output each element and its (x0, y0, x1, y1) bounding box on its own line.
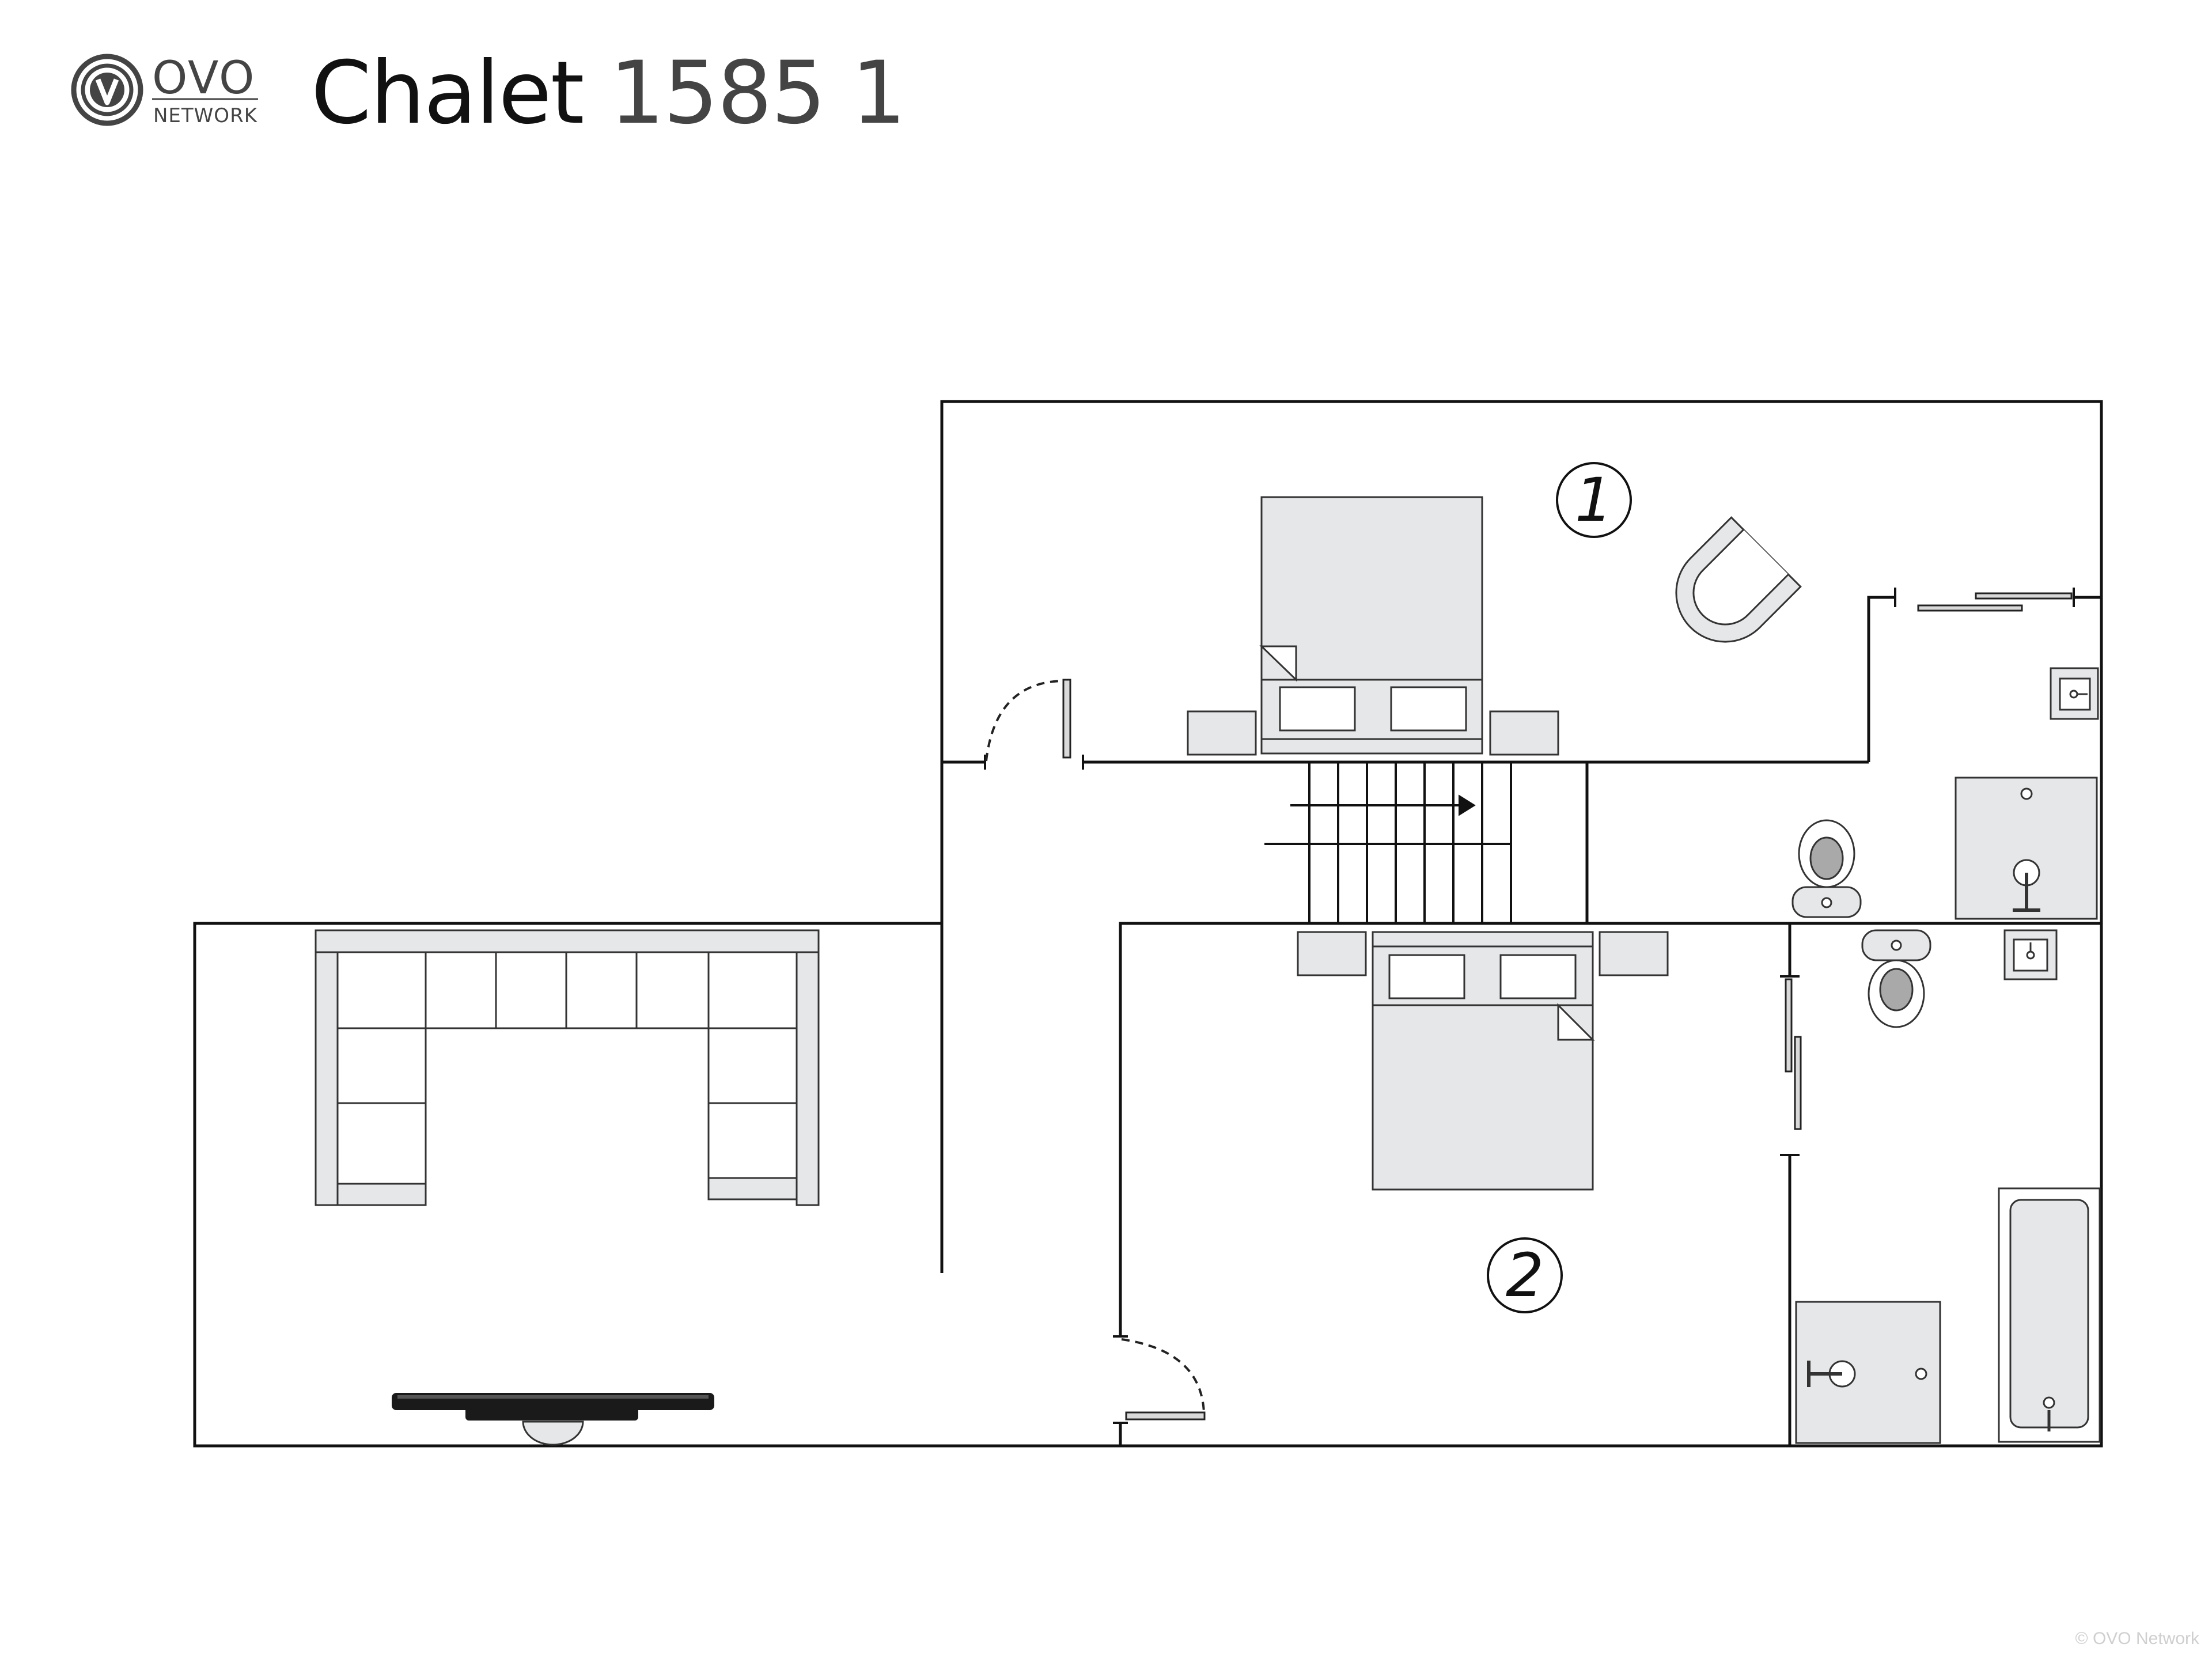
door-room-1[interactable] (985, 679, 1071, 762)
shower-tray[interactable] (1795, 1301, 1941, 1444)
bathtub[interactable] (1998, 1187, 2101, 1443)
outer-wall (940, 400, 2103, 1448)
room-1-label: 1 (1575, 465, 1613, 535)
copyright-text: © OVO Network (2075, 1629, 2199, 1648)
nightstand[interactable] (1599, 931, 1669, 976)
ovo-logo-icon: OVO NETWORK (71, 52, 258, 127)
double-bed-room-2[interactable] (1372, 931, 1595, 1191)
wall-ticks (984, 588, 2075, 1424)
armchair[interactable] (1656, 516, 1802, 662)
tv-unit[interactable] (392, 1393, 714, 1446)
sliding-door-room-1[interactable] (1917, 592, 2073, 612)
sliding-door-bathroom[interactable] (1785, 978, 1802, 1130)
toilet[interactable] (1791, 819, 1862, 918)
room-number-2: 2 (1487, 1237, 1563, 1313)
shower-tray[interactable] (1955, 777, 2098, 920)
nightstand[interactable] (1297, 931, 1367, 976)
ovo-network-logo[interactable]: OVO NETWORK (69, 51, 276, 134)
door-room-2[interactable] (1121, 1338, 1206, 1421)
toilet[interactable] (1861, 929, 1931, 1028)
header: OVO NETWORK Chalet 1585 1 (0, 0, 2212, 173)
nightstand[interactable] (1489, 710, 1559, 756)
logo-top-text: OVO (152, 52, 255, 104)
title-number: 1585 1 (609, 43, 906, 143)
living-room-wall (193, 922, 1120, 1448)
title-main: Chalet (311, 43, 584, 143)
sink[interactable] (2050, 667, 2099, 720)
sink[interactable] (2003, 929, 2058, 980)
logo-bottom-text: NETWORK (153, 104, 258, 127)
sectional-sofa[interactable] (315, 929, 820, 1206)
staircase (1264, 762, 1512, 923)
nightstand[interactable] (1187, 710, 1257, 756)
page-title: Chalet 1585 1 (311, 41, 906, 145)
walls (193, 400, 2103, 1448)
room-number-1: 1 (1556, 462, 1632, 538)
room-2-label: 2 (1506, 1240, 1544, 1310)
stair-arrow-icon (1459, 794, 1476, 816)
double-bed-room-1[interactable] (1259, 496, 1483, 755)
